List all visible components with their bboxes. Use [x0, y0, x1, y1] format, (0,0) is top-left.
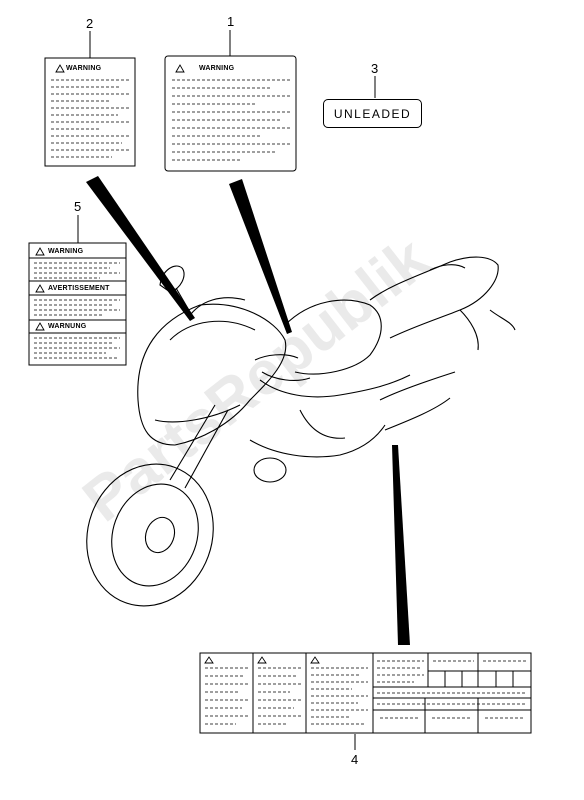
pointer-label-2: [86, 176, 195, 321]
label-2-outline: [44, 57, 136, 167]
label-3-unleaded: UNLEADED: [323, 99, 422, 128]
label-1-outline: [164, 55, 297, 172]
label-5-warnung-title: WARNUNG: [48, 323, 87, 330]
label-1-warning-title: WARNING: [199, 65, 235, 72]
callout-1: 1: [227, 14, 235, 29]
label-2-warning-title: WARNING: [66, 65, 102, 72]
callout-5: 5: [74, 199, 82, 214]
callout-3: 3: [371, 61, 379, 76]
callout-4: 4: [351, 752, 359, 767]
label-4-outline: [199, 652, 532, 734]
label-5-outline: [28, 242, 127, 366]
pointer-label-1: [229, 179, 292, 334]
label-5-avertissement-title: AVERTISSEMENT: [48, 285, 110, 292]
label-5-warning-title: WARNING: [48, 248, 84, 255]
motorcycle-outline: [86, 256, 516, 607]
callout-2: 2: [86, 16, 94, 31]
pointer-label-4: [392, 445, 410, 645]
